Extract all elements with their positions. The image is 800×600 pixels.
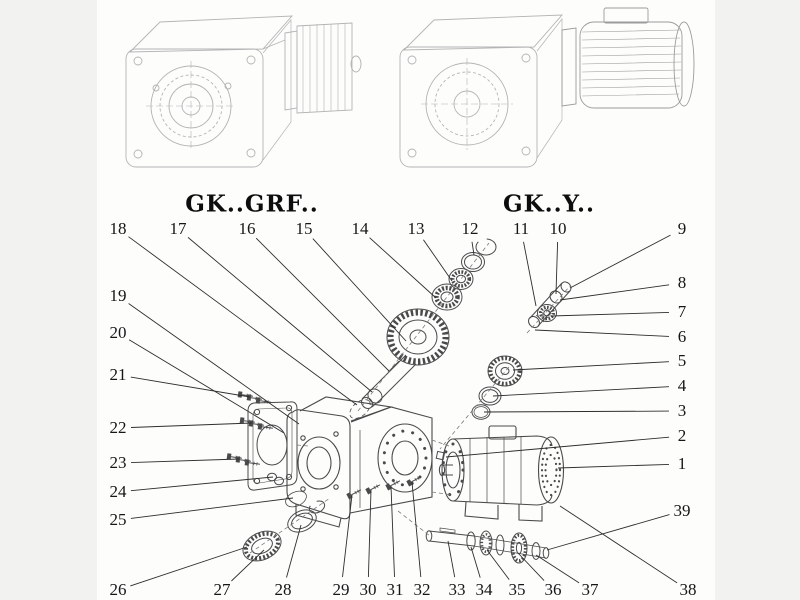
part-number-label: 15 bbox=[295, 219, 313, 238]
leader-line bbox=[447, 540, 456, 578]
gearbox-y-drawing bbox=[399, 7, 695, 168]
part-number-label: 3 bbox=[677, 401, 687, 420]
part-number-label: 22 bbox=[109, 418, 127, 437]
leader-line bbox=[534, 329, 670, 337]
variant-title-y: GK..Y.. bbox=[502, 190, 596, 218]
part-number-label: 18 bbox=[109, 219, 127, 238]
part-number-label: 10 bbox=[549, 219, 567, 238]
leader-line bbox=[130, 422, 253, 428]
assembly-axis-lines bbox=[249, 242, 572, 554]
variant-title-grf: GK..GRF.. bbox=[185, 190, 319, 218]
page-margin-left bbox=[0, 0, 97, 600]
leader-line bbox=[546, 514, 670, 551]
leader-line bbox=[492, 386, 670, 397]
leader-line bbox=[517, 552, 545, 581]
part-number-label: 25 bbox=[109, 510, 127, 529]
part-number-label: 23 bbox=[109, 453, 127, 472]
part-number-label: 19 bbox=[109, 286, 127, 305]
leader-line bbox=[555, 241, 559, 295]
part-number-label: 4 bbox=[677, 376, 687, 395]
part-number-label: 31 bbox=[386, 580, 404, 599]
part-number-label: 30 bbox=[359, 580, 377, 599]
mounting-flange-drawing bbox=[247, 401, 298, 491]
leader-line bbox=[423, 239, 453, 282]
part-number-label: 33 bbox=[448, 580, 466, 599]
leader-line bbox=[128, 303, 300, 425]
part-number-label: 27 bbox=[213, 580, 231, 599]
part-number-label: 13 bbox=[407, 219, 425, 238]
part-number-label: 36 bbox=[544, 580, 562, 599]
cover-ring-drawing bbox=[242, 490, 326, 562]
part-number-label: 32 bbox=[413, 580, 431, 599]
motor-drawing bbox=[438, 425, 565, 522]
leader-line bbox=[535, 554, 580, 584]
part-number-label: 1 bbox=[677, 454, 687, 473]
leader-line bbox=[286, 524, 302, 578]
leader-line bbox=[483, 410, 670, 413]
leader-line bbox=[550, 311, 670, 317]
part-number-label: 5 bbox=[677, 351, 687, 370]
leader-line bbox=[130, 546, 248, 587]
part-number-label: 7 bbox=[677, 302, 687, 321]
leader-line bbox=[130, 458, 240, 464]
part-number-label: 11 bbox=[512, 219, 530, 238]
part-number-label: 21 bbox=[109, 365, 127, 384]
part-number-label: 35 bbox=[508, 580, 526, 599]
leader-line bbox=[128, 339, 285, 434]
leader-line bbox=[231, 549, 265, 582]
leader-line bbox=[445, 436, 670, 458]
part-number-label: 29 bbox=[332, 580, 350, 599]
leader-line bbox=[523, 241, 537, 307]
leader-line bbox=[187, 237, 373, 393]
part-number-label: 16 bbox=[238, 219, 256, 238]
leader-line bbox=[411, 481, 422, 578]
leader-line bbox=[367, 489, 372, 578]
leader-line bbox=[486, 549, 510, 580]
leader-line bbox=[255, 237, 390, 372]
leader-line bbox=[557, 463, 670, 469]
part-number-label: 28 bbox=[274, 580, 292, 599]
leader-line bbox=[128, 236, 358, 406]
leader-line bbox=[512, 361, 670, 371]
part-number-label: 24 bbox=[109, 482, 127, 501]
part-number-label: 17 bbox=[169, 219, 187, 238]
input-gear-shaft-drawing bbox=[360, 238, 497, 410]
part-number-label: 9 bbox=[677, 219, 687, 238]
leader-line bbox=[559, 284, 670, 301]
part-number-label: 38 bbox=[679, 580, 697, 599]
leader-line bbox=[559, 505, 678, 584]
part-number-label: 34 bbox=[475, 580, 493, 599]
gearbox-grf-drawing bbox=[125, 15, 362, 168]
part-number-label: 6 bbox=[677, 327, 687, 346]
part-number-label: 20 bbox=[109, 323, 127, 342]
input-pinion-drawing bbox=[471, 281, 572, 420]
leader-line bbox=[130, 497, 294, 519]
part-number-label: 37 bbox=[581, 580, 599, 599]
leader-line bbox=[130, 376, 251, 398]
part-number-label: 14 bbox=[351, 219, 369, 238]
part-number-label: 8 bbox=[677, 273, 687, 292]
leader-line bbox=[470, 546, 481, 578]
leader-line bbox=[130, 476, 274, 492]
part-number-label: 39 bbox=[673, 501, 691, 520]
part-number-label: 26 bbox=[109, 580, 127, 599]
leader-line bbox=[471, 241, 475, 256]
page-margin-right bbox=[715, 0, 800, 600]
motor-ghost-drawing bbox=[561, 7, 695, 109]
leader-line bbox=[390, 485, 395, 578]
part-number-label: 12 bbox=[461, 219, 479, 238]
leader-line bbox=[569, 234, 671, 289]
part-number-label: 2 bbox=[677, 426, 687, 445]
fasteners-drawing bbox=[226, 390, 446, 500]
leader-line bbox=[342, 494, 353, 578]
output-shaft-assembly-drawing bbox=[425, 527, 550, 564]
leader-line bbox=[312, 238, 407, 342]
leader-line bbox=[369, 237, 437, 299]
